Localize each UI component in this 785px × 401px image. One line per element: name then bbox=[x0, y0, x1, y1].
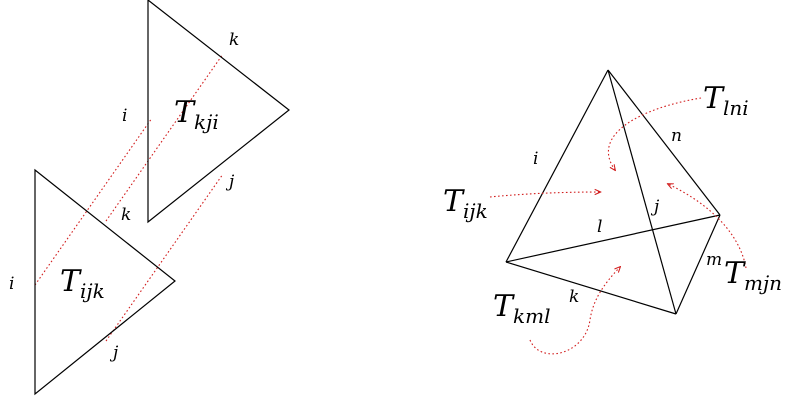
face-arrows bbox=[489, 97, 747, 355]
face-label-tkml: Tkml bbox=[493, 289, 551, 328]
edge-l bbox=[505, 214, 721, 263]
arrow-tkml bbox=[529, 267, 620, 355]
edge-k bbox=[505, 261, 677, 315]
triangle-tkji-label: Tkji bbox=[174, 95, 219, 134]
tetrahedron bbox=[505, 69, 721, 315]
triangle-tijk bbox=[34, 168, 176, 396]
lower-vertex-label-j: j bbox=[109, 343, 119, 363]
edge-label-n: n bbox=[671, 126, 682, 146]
edge-label-k: k bbox=[569, 287, 579, 307]
arrow-tmjn bbox=[668, 184, 747, 269]
face-label-tlni: Tlni bbox=[703, 81, 749, 120]
correspondence-line-k bbox=[105, 53, 224, 222]
correspondence-line-j bbox=[105, 173, 224, 342]
lower-vertex-label-i: i bbox=[9, 274, 14, 294]
upper-vertex-label-j: j bbox=[225, 172, 235, 192]
edge-label-l: l bbox=[597, 217, 602, 237]
edge-n bbox=[607, 69, 721, 216]
triangle-tkji bbox=[147, 0, 290, 224]
arrow-tijk bbox=[489, 192, 600, 198]
upper-vertex-label-k: k bbox=[229, 30, 239, 50]
arrow-tlni bbox=[608, 97, 702, 170]
face-label-tijk: Tijk bbox=[443, 184, 488, 223]
edge-label-j: j bbox=[650, 197, 660, 217]
upper-vertex-label-i: i bbox=[122, 106, 127, 126]
edge-label-m: m bbox=[706, 250, 722, 270]
face-label-tmjn: Tmjn bbox=[724, 256, 782, 295]
correspondence-line-i bbox=[34, 117, 153, 286]
lower-vertex-label-k: k bbox=[121, 205, 131, 225]
edge-i bbox=[505, 69, 609, 263]
edge-j bbox=[607, 69, 677, 315]
edge-m bbox=[675, 214, 721, 315]
triangle-tijk-label: Tijk bbox=[60, 264, 105, 303]
edge-label-i: i bbox=[533, 149, 538, 169]
